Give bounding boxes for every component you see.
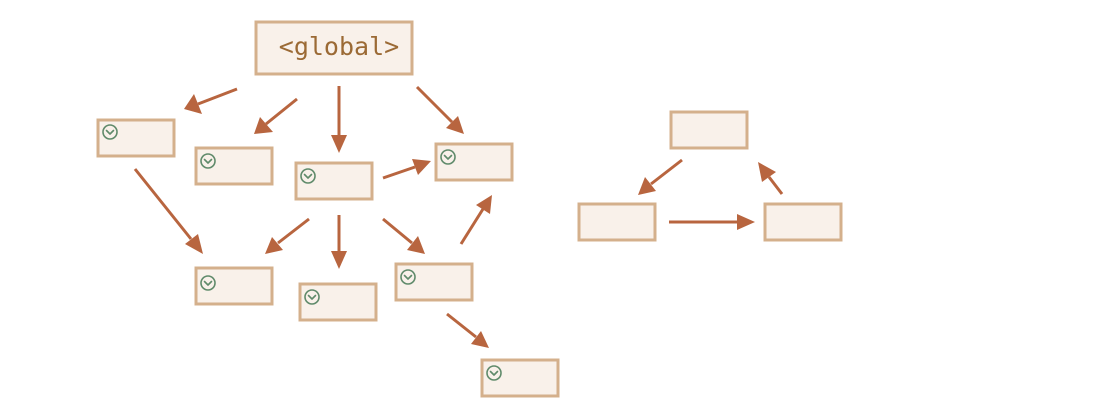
edges <box>133 85 784 348</box>
root-node: <global> <box>254 20 414 76</box>
edge-root-to-b <box>254 97 298 134</box>
edge-c-to-d <box>382 159 431 180</box>
node-u3 <box>763 202 843 242</box>
edge-u3-to-u1 <box>758 162 784 195</box>
edge-root-to-c <box>331 86 347 153</box>
node-d <box>434 142 514 182</box>
edge-c-to-f <box>331 215 347 269</box>
edge-g-to-d <box>459 195 492 245</box>
node-h <box>480 358 560 398</box>
node-a <box>96 118 176 158</box>
node-f <box>298 282 378 322</box>
edge-root-to-d <box>415 85 464 134</box>
node-c <box>294 161 374 201</box>
node-u1 <box>669 110 749 150</box>
edge-g-to-h <box>446 312 489 348</box>
node-e <box>194 266 274 306</box>
node-u2 <box>577 202 657 242</box>
edge-a-to-e <box>133 168 203 254</box>
edge-c-to-e <box>265 217 310 254</box>
edge-u2-to-u3 <box>669 214 755 230</box>
edge-c-to-g <box>382 217 425 254</box>
node-b <box>194 146 274 186</box>
root-label: <global> <box>279 32 399 61</box>
node-g <box>394 262 474 302</box>
edge-root-to-a <box>184 87 238 114</box>
edge-u1-to-u2 <box>638 158 683 195</box>
